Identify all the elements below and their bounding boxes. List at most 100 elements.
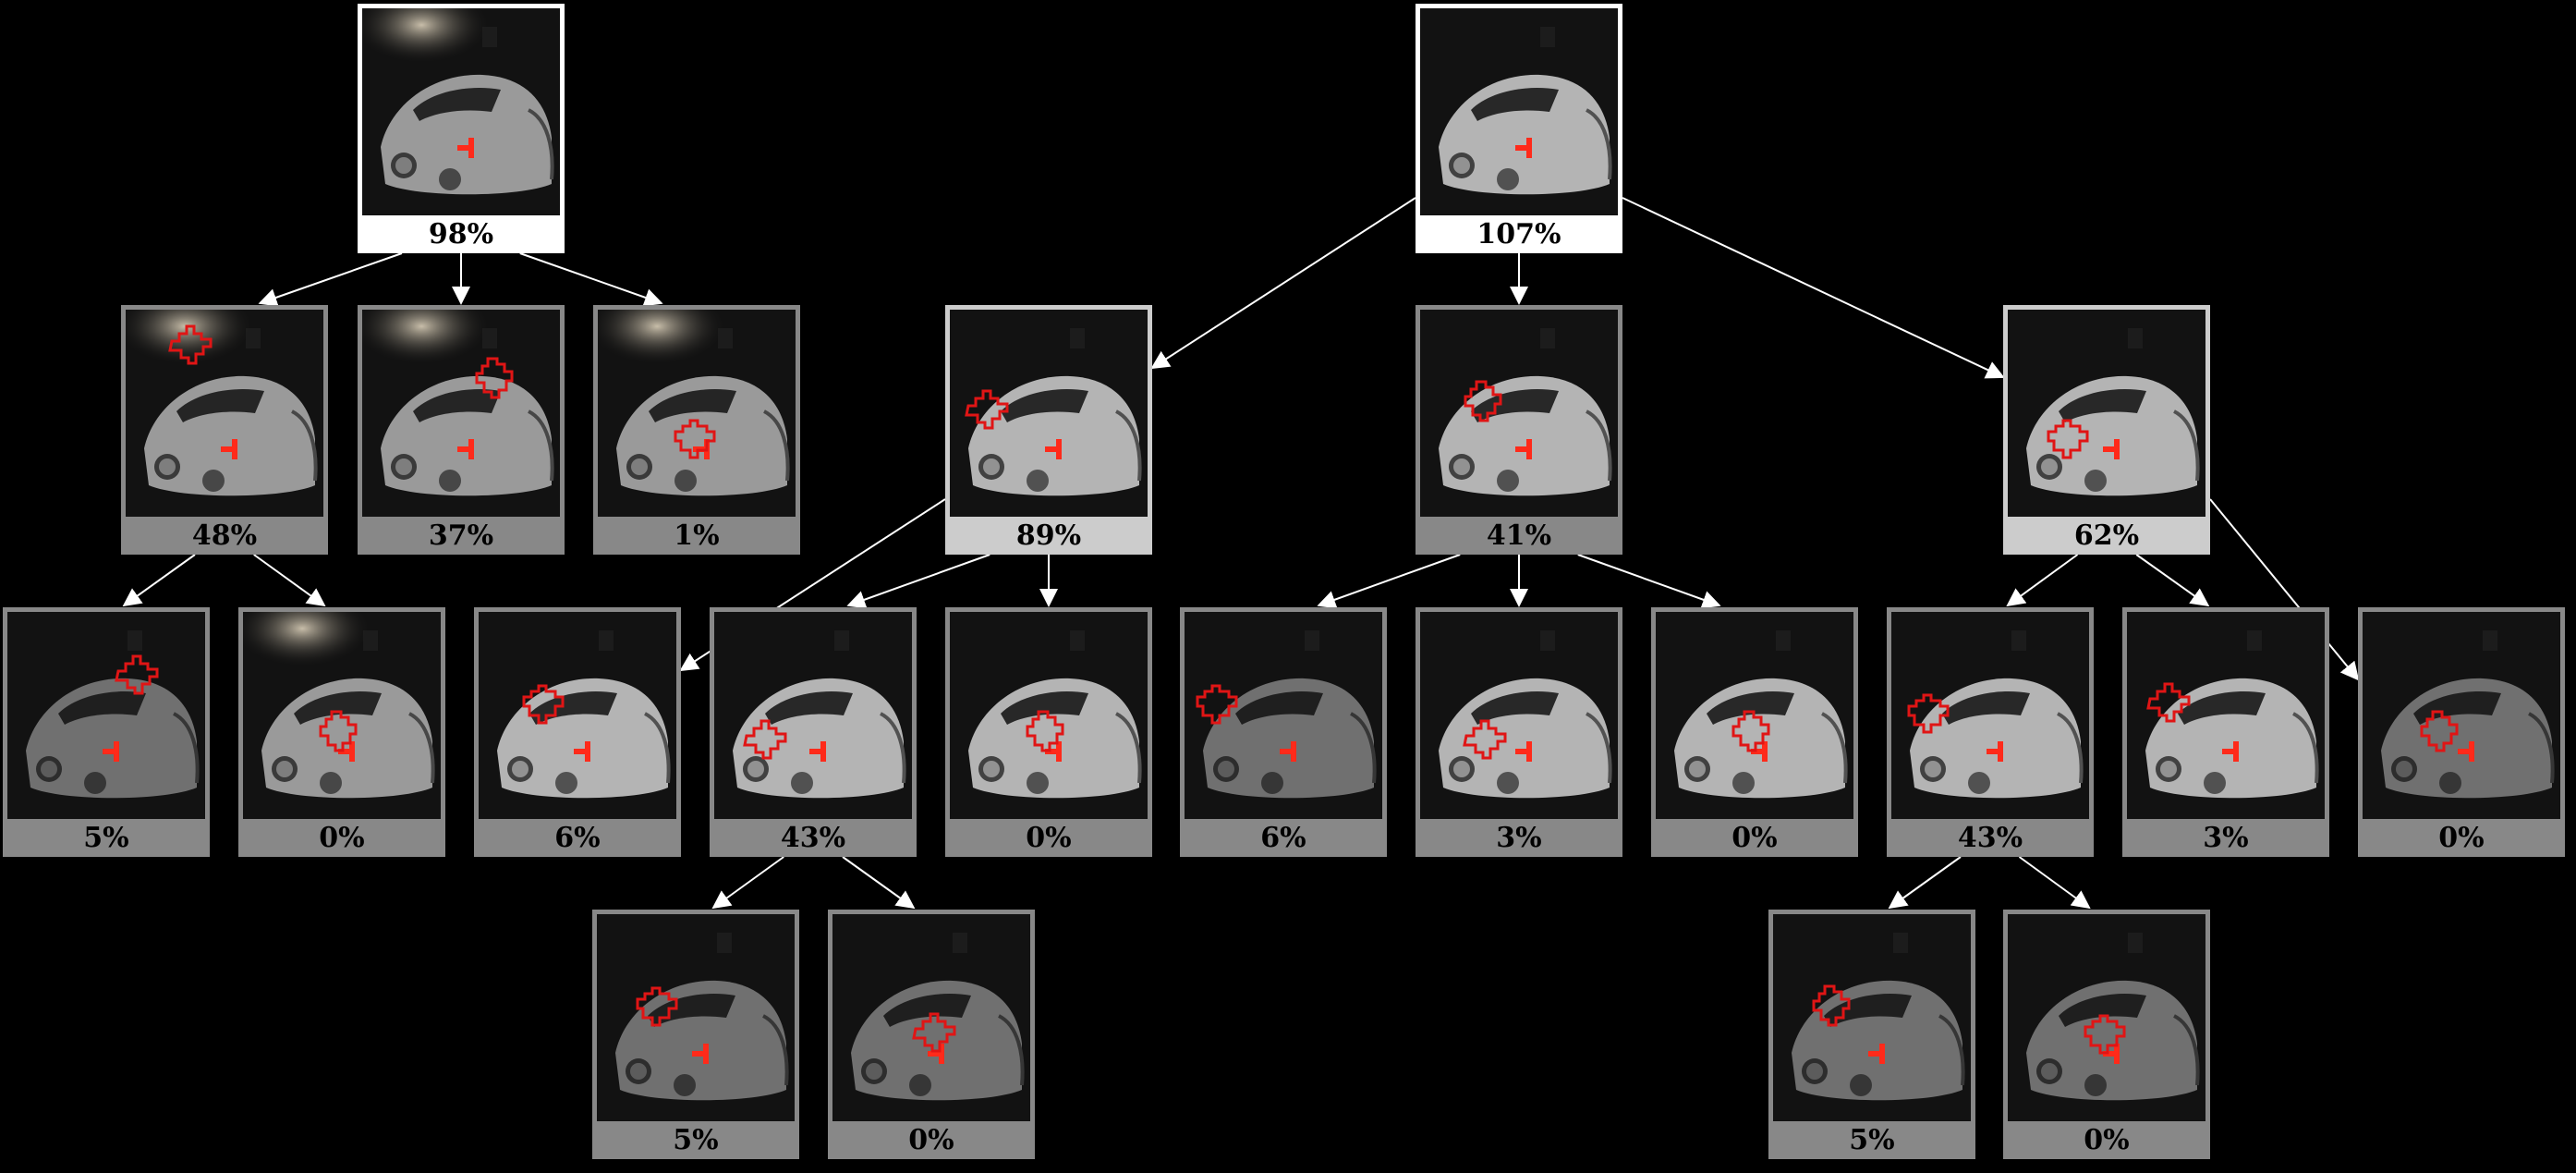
tree-node: 0% [2003,910,2210,1159]
thumbnail [1420,310,1618,517]
edge-arrow [842,856,916,910]
thumbnail [597,914,795,1121]
thumbnail-image [1773,914,1971,1121]
thumbnail [950,612,1148,819]
tree-node: 89% [945,305,1152,555]
node-score-label: 98% [428,218,494,250]
tree-node: 37% [358,305,565,555]
tree-node: 5% [3,607,210,857]
edge-arrow [258,252,403,307]
node-score-label: 0% [319,822,365,854]
thumbnail-image [1420,612,1618,819]
tree-node: 6% [474,607,681,857]
thumbnail-image [950,310,1148,517]
thumbnail-image [362,8,560,215]
edge-arrow [519,252,663,307]
thumbnail-image [1420,8,1618,215]
edge-arrow [2006,554,2079,607]
thumbnail-image [597,914,795,1121]
tree-node: 0% [2358,607,2565,857]
node-score-label: 3% [1496,822,1542,854]
thumbnail [1891,612,2089,819]
thumbnail-image [7,612,205,819]
thumbnail [1420,8,1618,215]
thumbnail-image [126,310,323,517]
node-score-label: 3% [2203,822,2249,854]
node-score-label: 89% [1015,519,1082,552]
tree-node: 6% [1180,607,1387,857]
node-score-label: 0% [1732,822,1778,854]
edge-arrow [2135,554,2210,607]
node-score-label: 5% [83,822,129,854]
thumbnail [714,612,912,819]
thumbnail [950,310,1148,517]
tree-node: 62% [2003,305,2210,555]
thumbnail [1420,612,1618,819]
tree-node: 0% [1651,607,1858,857]
node-score-label: 62% [2073,519,2140,552]
thumbnail-image [2127,612,2325,819]
thumbnail-image [2008,310,2205,517]
tree-node: 43% [710,607,917,857]
edge-arrow [846,554,990,609]
thumbnail [1656,612,1853,819]
tree-node: 5% [592,910,799,1159]
thumbnail [362,310,560,517]
thumbnail-image [479,612,676,819]
thumbnail-image [950,612,1148,819]
thumbnail [2363,612,2560,819]
node-score-label: 6% [554,822,601,854]
tree-node: 41% [1416,305,1622,555]
edge-arrow [2209,498,2360,681]
node-score-label: 41% [1486,519,1552,552]
tree-node: 0% [945,607,1152,857]
thumbnail-image [1185,612,1382,819]
edge-arrow [122,554,196,607]
thumbnail [1185,612,1382,819]
thumbnail [479,612,676,819]
tree-node: 107% [1416,4,1622,253]
thumbnail [598,310,796,517]
thumbnail-image [1891,612,2089,819]
thumbnail-image [714,612,912,819]
thumbnail [2127,612,2325,819]
thumbnail [2008,310,2205,517]
thumbnail [362,8,560,215]
node-score-label: 0% [2438,822,2485,854]
node-score-label: 37% [428,519,494,552]
node-score-label: 43% [780,822,846,854]
tree-node: 0% [828,910,1035,1159]
thumbnail-image [2008,914,2205,1121]
node-score-label: 5% [673,1124,719,1156]
node-score-label: 107% [1476,218,1561,250]
node-score-label: 48% [191,519,258,552]
tree-node: 43% [1887,607,2094,857]
thumbnail-image [1420,310,1618,517]
edge-arrow [1317,554,1461,609]
thumbnail [126,310,323,517]
edge-arrow [1622,197,2005,379]
node-score-label: 0% [2084,1124,2130,1156]
thumbnail-image [1656,612,1853,819]
thumbnail [243,612,441,819]
node-score-label: 43% [1957,822,2023,854]
node-score-label: 6% [1260,822,1306,854]
thumbnail [832,914,1030,1121]
edge-arrow [1577,554,1721,609]
tree-node: 5% [1768,910,1975,1159]
thumbnail-image [598,310,796,517]
node-score-label: 5% [1849,1124,1895,1156]
edge-arrow [1150,197,1416,370]
node-score-label: 1% [674,519,720,552]
tree-node: 98% [358,4,565,253]
edge-arrow [253,554,326,607]
tree-node: 1% [593,305,800,555]
thumbnail [1773,914,1971,1121]
thumbnail [2008,914,2205,1121]
tree-node: 3% [1416,607,1622,857]
thumbnail [7,612,205,819]
edge-arrow [1888,856,1962,910]
thumbnail-image [832,914,1030,1121]
